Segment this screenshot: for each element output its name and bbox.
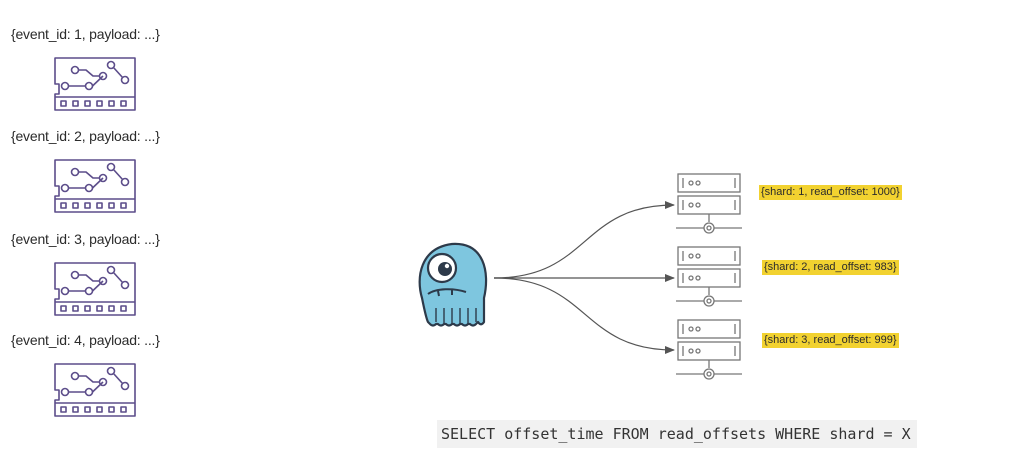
event-label-2: {event_id: 2, payload: ...} bbox=[11, 128, 160, 144]
circuit-board-icon bbox=[54, 57, 136, 111]
arrow-to-shard-1 bbox=[493, 201, 675, 279]
circuit-board-icon bbox=[54, 262, 136, 316]
event-label-1: {event_id: 1, payload: ...} bbox=[11, 26, 160, 42]
sql-query: SELECT offset_time FROM read_offsets WHE… bbox=[437, 420, 917, 448]
circuit-board-icon bbox=[54, 159, 136, 213]
event-label-3: {event_id: 3, payload: ...} bbox=[11, 231, 160, 247]
shard-label-1: {shard: 1, read_offset: 1000} bbox=[759, 185, 902, 200]
server-icon bbox=[676, 319, 742, 380]
circuit-board-icon bbox=[54, 363, 136, 417]
shard-label-3: {shard: 3, read_offset: 999} bbox=[762, 333, 899, 348]
shard-label-2: {shard: 2, read_offset: 983} bbox=[762, 260, 899, 275]
server-icon bbox=[676, 246, 742, 307]
server-icon bbox=[676, 173, 742, 234]
mascot-icon bbox=[418, 242, 488, 327]
event-label-4: {event_id: 4, payload: ...} bbox=[11, 332, 160, 348]
arrow-to-shard-3 bbox=[493, 277, 675, 354]
